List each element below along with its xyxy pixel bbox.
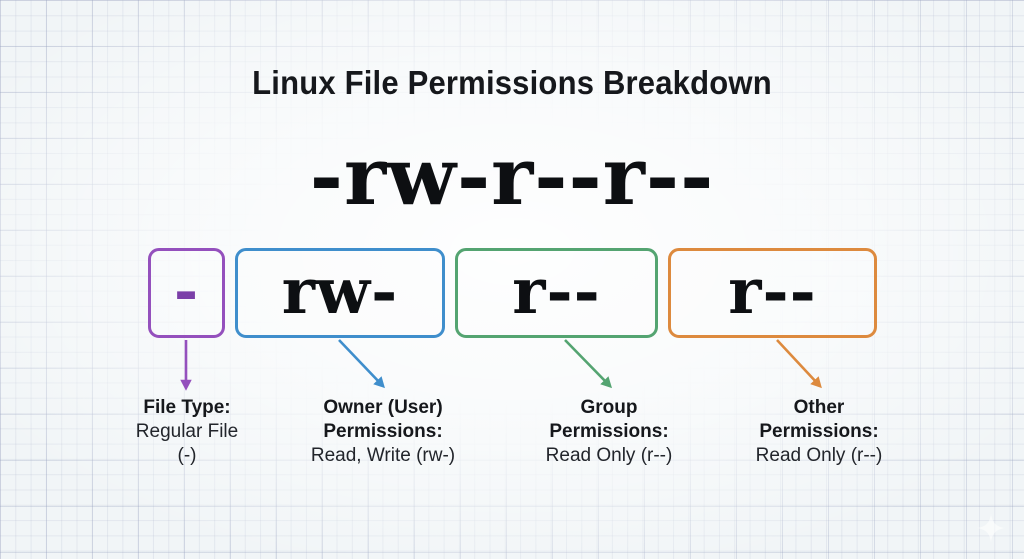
page-title: Linux File Permissions Breakdown	[252, 64, 772, 101]
caption-other: Other Permissions: Read Only (r--)	[722, 396, 916, 468]
arrow-other	[776, 339, 822, 389]
caption-title-owner: Owner (User) Permissions:	[323, 397, 443, 442]
segment-value-group: r--	[512, 254, 601, 328]
caption-sub-group: Read Only (r--)	[545, 445, 673, 466]
segment-box-owner[interactable]: rw-	[235, 248, 445, 338]
caption-owner: Owner (User) Permissions: Read, Write (r…	[286, 396, 480, 468]
caption-filetype: File Type: Regular File (-)	[106, 396, 268, 468]
caption-group: Group Permissions: Read Only (r--)	[512, 396, 706, 468]
arrow-group	[564, 339, 612, 389]
segment-box-filetype[interactable]: -	[148, 248, 225, 338]
caption-title-group: Group Permissions:	[549, 397, 669, 442]
sparkle-icon	[976, 513, 1006, 543]
caption-sub-filetype: Regular File (-)	[135, 421, 239, 466]
segment-value-other: r--	[728, 254, 817, 328]
caption-sub-owner: Read, Write (rw-)	[310, 445, 456, 466]
permission-string: -rw-r--r--	[309, 129, 715, 223]
segment-value-filetype: -	[173, 257, 200, 325]
caption-title-other: Other Permissions:	[759, 397, 879, 442]
arrow-owner	[338, 339, 385, 389]
caption-title-filetype: File Type:	[143, 397, 231, 418]
caption-sub-other: Read Only (r--)	[755, 445, 883, 466]
segment-value-owner: rw-	[281, 254, 399, 328]
segment-box-other[interactable]: r--	[668, 248, 877, 338]
segment-box-group[interactable]: r--	[455, 248, 658, 338]
